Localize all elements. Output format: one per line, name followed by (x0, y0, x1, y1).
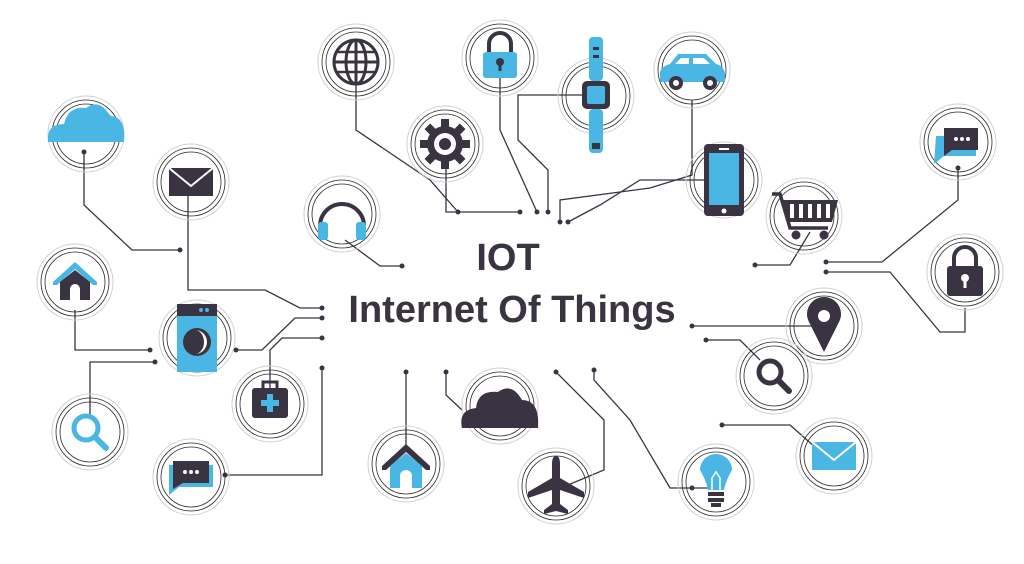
lock-icon (947, 245, 983, 296)
location-pin-icon (807, 297, 841, 352)
light-bulb-icon (700, 454, 732, 507)
medical-kit-icon (252, 380, 288, 418)
lock-icon (483, 31, 517, 78)
chat-icon (934, 128, 978, 164)
globe-icon (332, 38, 380, 86)
shopping-cart-icon (772, 192, 838, 240)
connector-endpoints (81, 149, 961, 491)
cloud-icon (47, 104, 125, 142)
mail-icon (168, 167, 214, 196)
mail-icon (811, 441, 857, 470)
washing-machine-icon (177, 304, 217, 372)
car-icon (660, 54, 725, 90)
home-icon (53, 262, 97, 300)
smartphone-icon (704, 144, 744, 216)
airplane-icon (528, 456, 584, 514)
connector-lines (74, 78, 966, 491)
home-icon (382, 444, 430, 488)
cloud-icon (461, 388, 539, 428)
search-icon (71, 413, 109, 451)
chat-icon (169, 461, 213, 495)
headphones-icon (318, 202, 366, 240)
smartwatch-icon (582, 37, 610, 153)
title-iot: IOT (476, 237, 539, 279)
gear-icon (420, 119, 470, 169)
title-internet-of-things: Internet Of Things (348, 289, 675, 331)
search-icon (756, 358, 792, 394)
